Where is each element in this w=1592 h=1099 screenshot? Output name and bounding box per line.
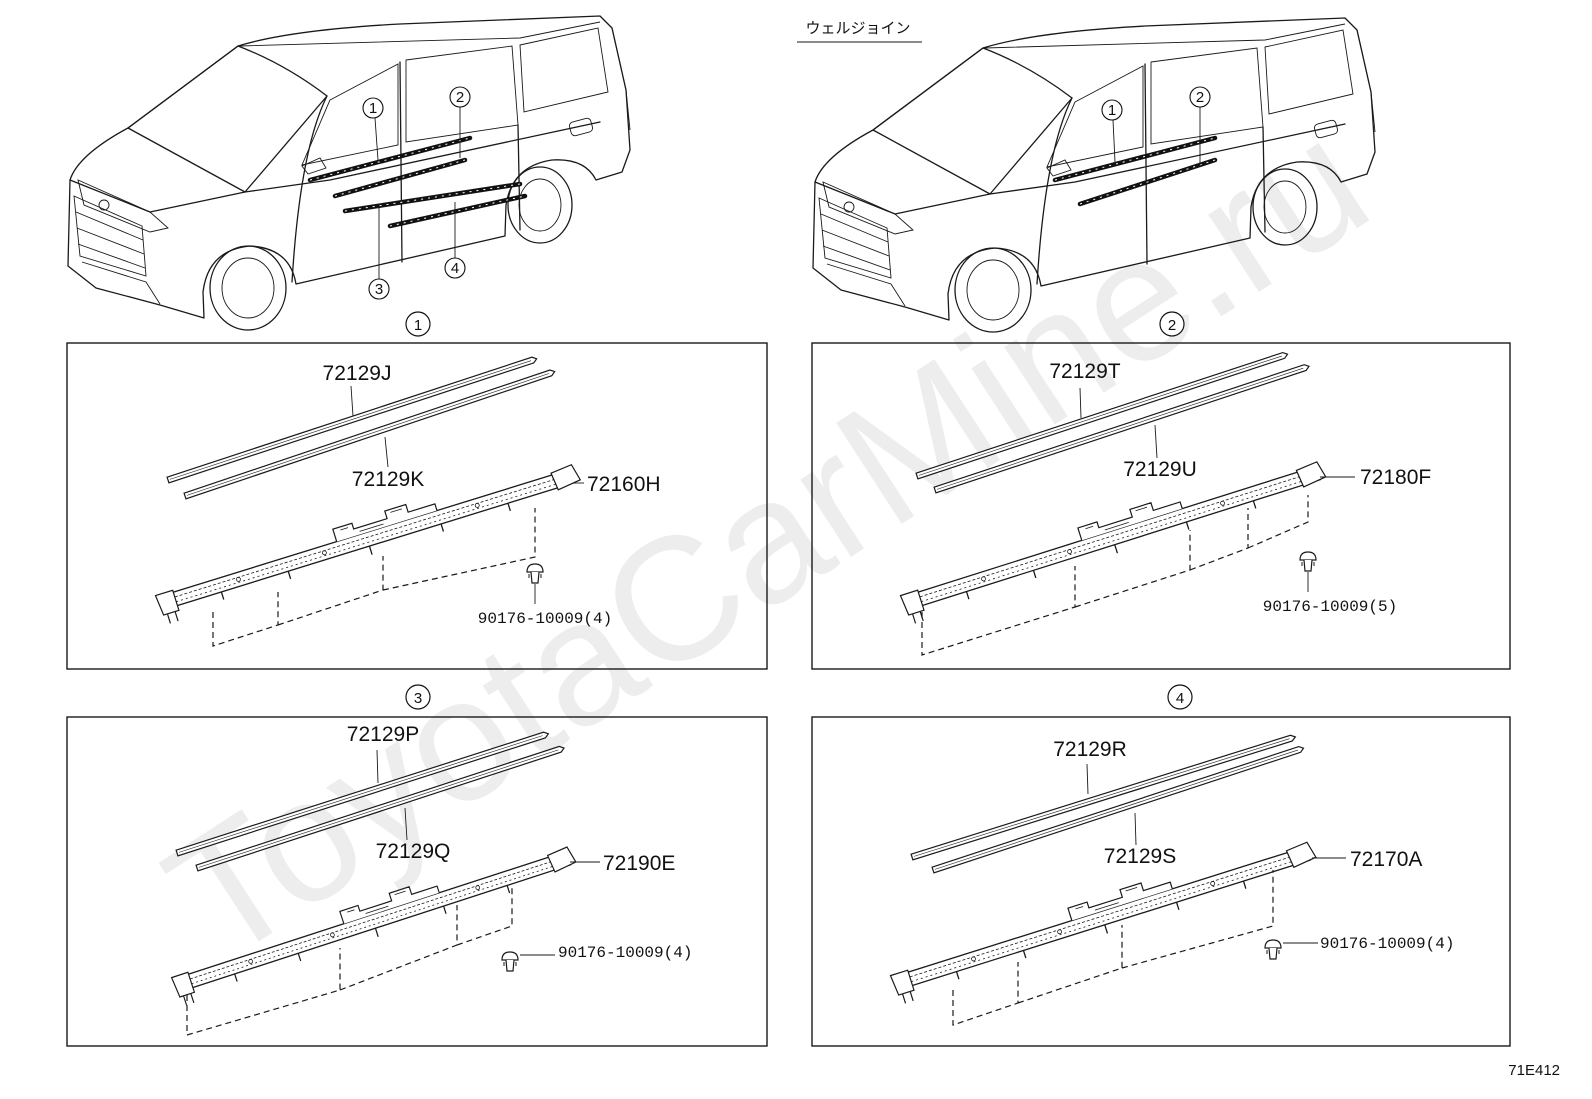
part-number-rail: 72170A [1350,848,1422,871]
section-4-frame [811,716,1511,1047]
part-number-upper-strip: 72129R [1053,738,1127,761]
part-number-rail: 72160H [587,473,661,496]
svg-text:1: 1 [1108,102,1116,119]
clip-icon [1299,551,1317,572]
section-2-frame [811,342,1511,670]
section-2: 2 72129T 72129U 72180F 90176-10009(5) [811,311,1511,670]
part-number-clip: 90176-10009(4) [558,944,692,962]
section-1-callout: 1 [405,311,431,337]
part-number-rail: 72190E [603,852,675,875]
callout-left-4: 4 [444,257,466,279]
part-number-clip: 90176-10009(5) [1263,598,1397,616]
section-1: 1 72129J 72129K 72160H 90176-10009(4) [66,311,768,670]
part-number-clip: 90176-10009(4) [1320,935,1454,953]
clip-position-lines [952,870,1274,1026]
van-illustration-left [67,15,631,331]
callout-left-2: 2 [449,86,471,108]
part-number-lower-strip: 72129Q [376,840,451,863]
part-number-upper-strip: 72129P [347,723,419,746]
section-4-callout: 4 [1167,684,1193,710]
overview-left: 1 2 3 4 [67,15,631,331]
svg-text:3: 3 [375,281,383,298]
variant-note-label: ウェルジョイン [805,19,910,37]
overview-right: ウェルジョイン 1 2 [797,17,1376,333]
section-3-callout: 3 [405,684,431,710]
part-number-upper-strip: 72129T [1049,360,1120,383]
molding-markers-left [307,135,528,229]
part-number-upper-strip: 72129J [323,362,392,385]
svg-text:2: 2 [1168,317,1176,334]
part-number-lower-strip: 72129U [1123,458,1197,481]
part-number-lower-strip: 72129S [1104,845,1176,868]
svg-text:3: 3 [414,690,422,707]
svg-text:4: 4 [451,260,459,277]
svg-text:4: 4 [1176,690,1184,707]
section-3: 3 72129P 72129Q 72190E 90176-10009(4) [66,684,768,1047]
diagram-code: 71E412 [1508,1062,1560,1079]
callout-left-1: 1 [362,97,384,119]
callout-right-1: 1 [1101,99,1123,121]
clip-position-lines [212,508,536,647]
clip-icon [1264,939,1282,960]
svg-text:1: 1 [414,317,422,334]
callout-left-3: 3 [368,278,390,300]
section-2-callout: 2 [1159,311,1185,337]
svg-text:2: 2 [1196,89,1204,106]
clip-icon [501,951,519,972]
svg-text:1: 1 [369,100,377,117]
callout-right-2: 2 [1189,86,1211,108]
part-number-rail: 72180F [1360,466,1431,489]
section-1-frame [66,342,768,670]
section-3-frame [66,716,768,1047]
molding-markers-right [1052,135,1218,207]
section-4: 4 72129R 72129S 72170A 90176-10009(4) [811,684,1511,1047]
part-number-clip: 90176-10009(4) [478,610,612,628]
part-number-lower-strip: 72129K [352,468,424,491]
clip-position-lines [921,495,1309,656]
svg-text:2: 2 [456,89,464,106]
clip-position-lines [186,886,513,1036]
